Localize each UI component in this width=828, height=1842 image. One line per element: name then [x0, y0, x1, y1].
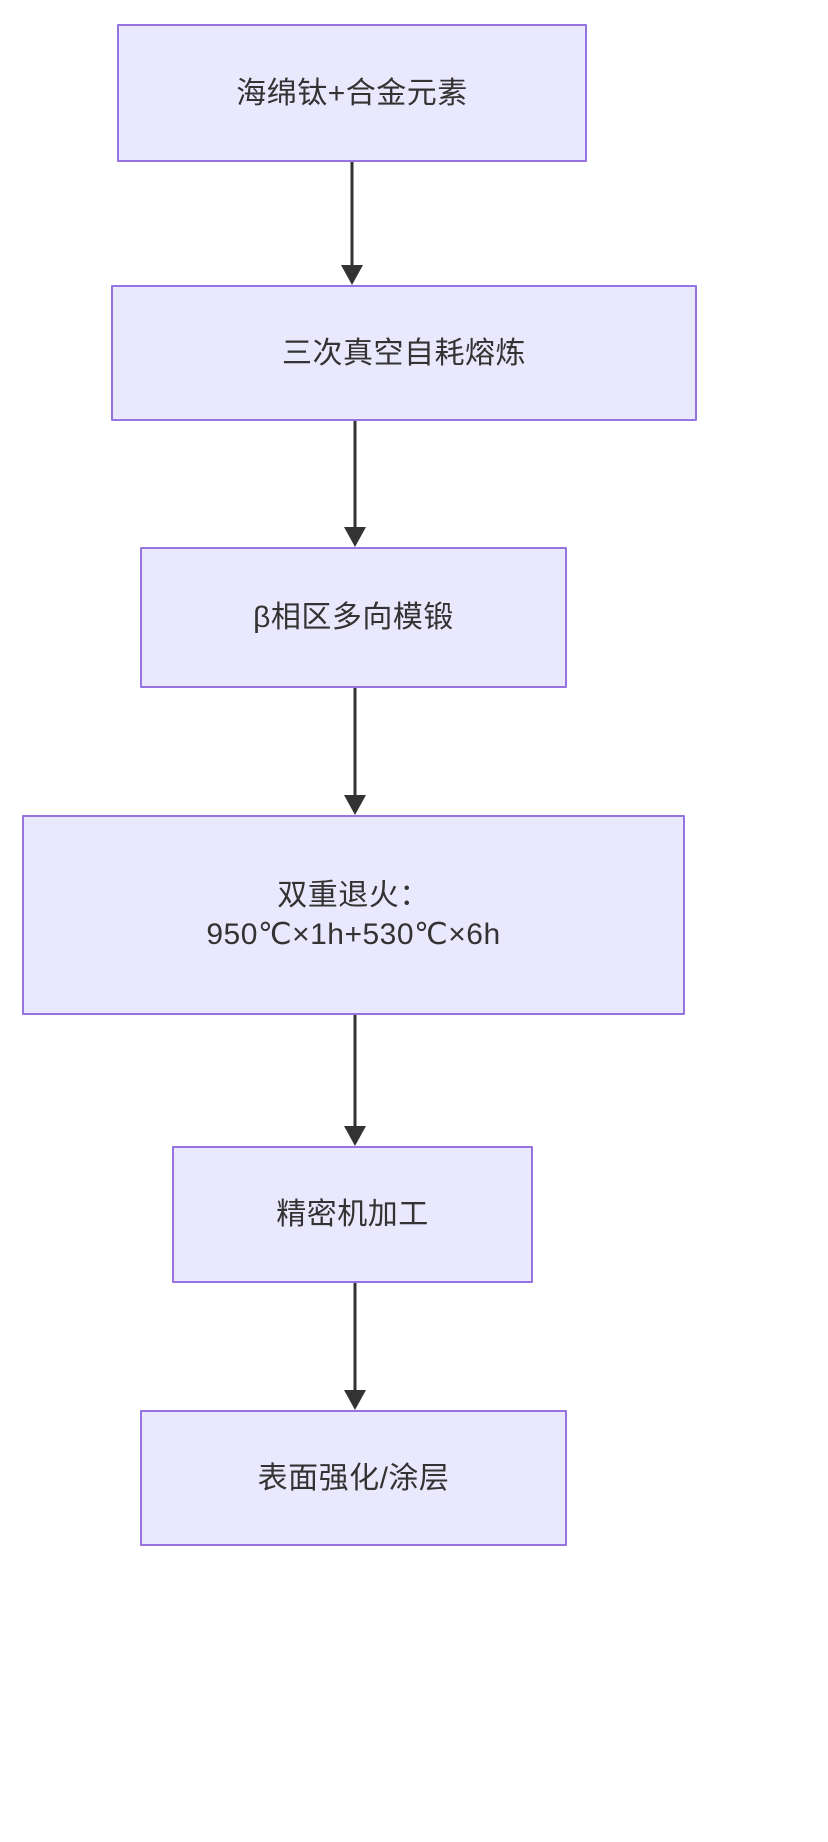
flowchart-edge-e4	[344, 1015, 366, 1146]
node-label-line: 表面强化/涂层	[257, 1461, 450, 1495]
flowchart-node-n1: 海绵钛+合金元素	[117, 24, 587, 162]
node-label-line: 精密机加工	[276, 1198, 429, 1231]
node-label-line: 950℃×1h+530℃×6h	[206, 918, 501, 951]
node-label-line: 双重退火：	[277, 879, 430, 912]
flowchart-edge-e1	[341, 162, 363, 285]
flowchart-node-n4: 双重退火： 950℃×1h+530℃×6h	[22, 815, 685, 1015]
flowchart-edge-e3	[344, 688, 366, 815]
node-label-line: 海绵钛+合金元素	[236, 76, 468, 110]
node-label-line: 三次真空自耗熔炼	[282, 336, 526, 370]
flowchart-node-n6: 表面强化/涂层	[140, 1410, 567, 1546]
flowchart-edge-e2	[344, 421, 366, 547]
node-label-line: β相区多向模锻	[253, 601, 454, 634]
flowchart-node-n2: 三次真空自耗熔炼	[111, 285, 697, 421]
flowchart-node-n3: β相区多向模锻	[140, 547, 567, 688]
flowchart-edge-e5	[344, 1283, 366, 1410]
flowchart-node-n5: 精密机加工	[172, 1146, 533, 1283]
